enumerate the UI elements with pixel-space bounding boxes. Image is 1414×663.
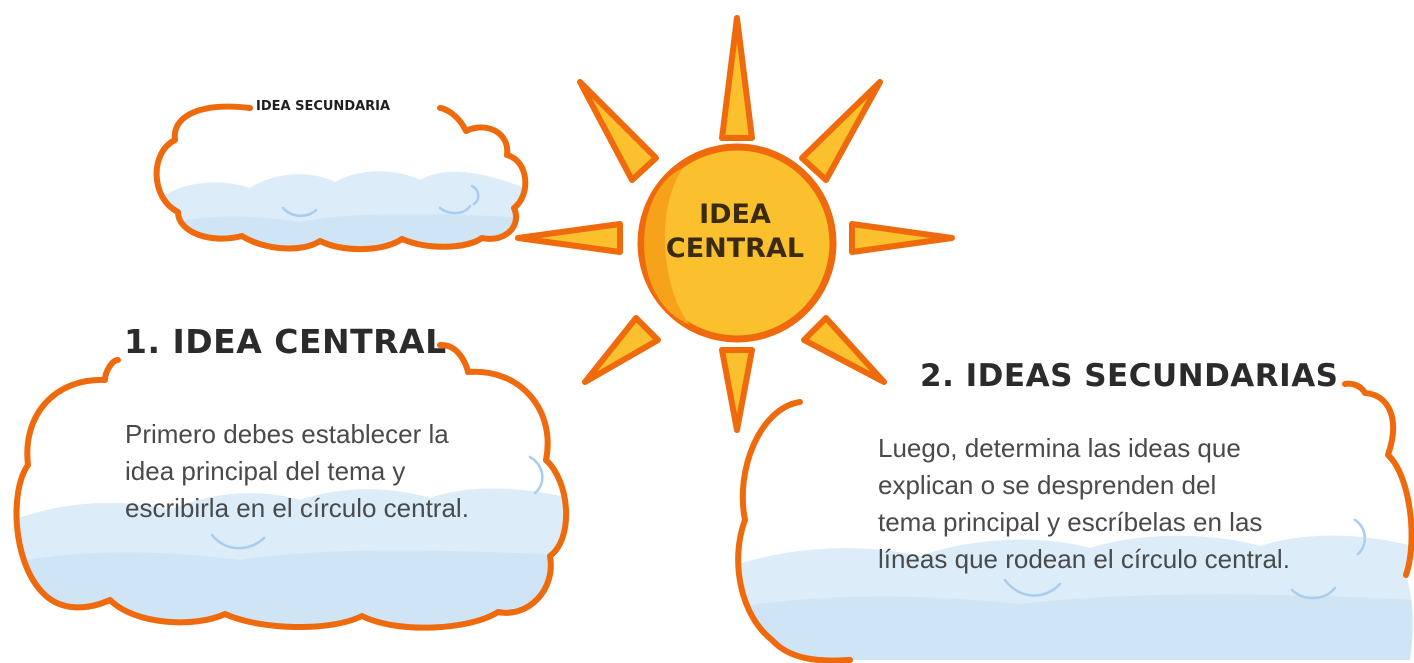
left-cloud-swirl-2 [528, 455, 544, 495]
sun-ray-top-left [577, 79, 659, 183]
sun-ray-bottom-left [582, 315, 661, 385]
left-cloud-swirl-1 [210, 533, 266, 550]
step2-line3: tema principal y escríbelas en las [878, 507, 1263, 537]
small-cloud-swirl-1 [281, 206, 318, 217]
step1-title: 1. IDEA CENTRAL [124, 322, 447, 361]
sun-body [637, 143, 837, 343]
right-cloud-swirl-3 [1353, 518, 1366, 556]
step1-line2: idea principal del tema y [125, 456, 406, 486]
right-cloud-swirl-2 [1290, 586, 1337, 600]
small-cloud [153, 103, 529, 252]
step1-line3: escribirla en el círculo central. [125, 493, 469, 523]
sun-crescent [644, 168, 690, 325]
left-cloud-outline [13, 342, 570, 631]
small-cloud-swirl-2 [438, 204, 472, 215]
step2-description: Luego, determina las ideas que explican … [878, 430, 1388, 578]
sun-ray-top [719, 15, 755, 141]
step2-line4: líneas que rodean el círculo central. [878, 544, 1290, 574]
step2-line1: Luego, determina las ideas que [878, 433, 1241, 463]
sun-ray-bottom-right [801, 315, 887, 385]
sun-ray-bottom [719, 347, 755, 433]
small-cloud-swirl-3 [470, 184, 480, 206]
small-cloud-label: IDEA SECUNDARIA [256, 99, 391, 114]
sun-ray-left [515, 221, 623, 255]
sun-label-line2: CENTRAL [665, 233, 805, 264]
right-cloud [735, 380, 1414, 663]
step2-line2: explican o se desprenden del [878, 470, 1217, 500]
left-cloud [13, 342, 570, 631]
right-cloud-outline [735, 380, 1414, 663]
sun-label: IDEA CENTRAL [660, 198, 810, 266]
right-cloud-swirl-1 [1003, 578, 1062, 597]
sun-label-line1: IDEA [699, 199, 771, 230]
small-cloud-outline [153, 103, 529, 252]
sun-ray-top-right [799, 79, 883, 183]
sun-ray-right [849, 221, 955, 255]
step1-line1: Primero debes establecer la [125, 419, 449, 449]
step2-title: 2. IDEAS SECUNDARIAS [920, 358, 1339, 394]
step1-description: Primero debes establecer la idea princip… [125, 416, 545, 527]
sun-rays [515, 15, 955, 433]
